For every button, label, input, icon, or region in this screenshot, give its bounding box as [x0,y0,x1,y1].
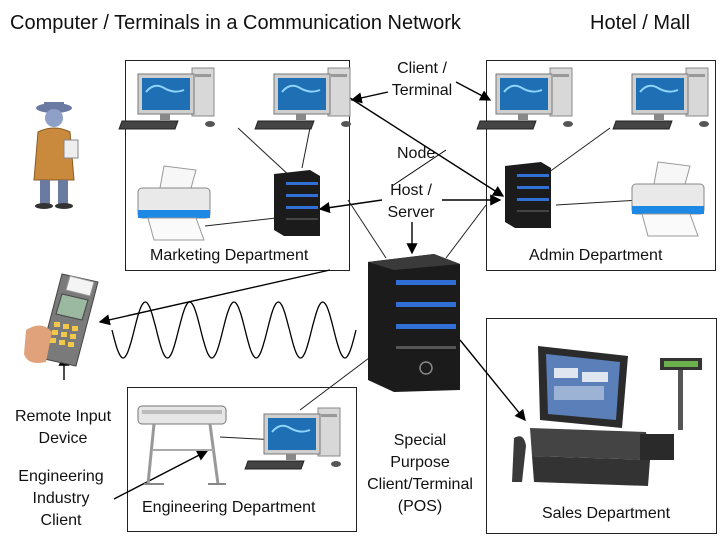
special-purpose-line2: Purpose [390,454,450,471]
desktop-computer-icon [244,407,341,470]
engineering-client-line2: Industry [32,490,90,507]
engineering-department-label: Engineering Department [142,499,316,516]
person-icon [33,102,79,209]
remote-input-line2: Device [38,430,88,447]
plotter-icon [137,405,227,485]
engineering-client-label: Engineering Industry Client [6,466,116,532]
desktop-computer-icon [476,67,573,130]
sales-department-label: Sales Department [542,505,671,522]
diagram-title: Computer / Terminals in a Communication … [10,12,461,34]
client-terminal-label-line1: Client / [397,60,447,77]
host-server-label: Host / Server [376,180,446,224]
printer-icon [137,165,211,241]
client-terminal-label: Client / Terminal [384,58,460,102]
marketing-department-label: Marketing Department [150,247,309,264]
admin-department-label: Admin Department [529,247,663,264]
printer-icon [631,161,705,237]
client-terminal-label-line2: Terminal [391,82,453,99]
special-purpose-label: Special Purpose Client/Terminal (POS) [355,430,485,518]
desktop-computer-icon [612,67,709,130]
host-server-icon [368,254,460,392]
pos-terminal-icon [512,346,702,486]
remote-input-device-icon [24,273,99,367]
node-server-icon [274,170,320,236]
location-label: Hotel / Mall [590,12,691,34]
special-purpose-line1: Special [393,432,447,449]
remote-input-line1: Remote Input [14,408,112,425]
engineering-client-line3: Client [40,512,82,529]
node-label: Node [397,145,436,162]
desktop-computer-icon [118,67,215,130]
special-purpose-line3: Client/Terminal [367,476,473,493]
node-server-icon [505,162,551,228]
host-server-label-line2: Server [387,204,435,221]
special-purpose-line4: (POS) [397,498,443,515]
engineering-client-line1: Engineering [18,468,104,485]
remote-input-label: Remote Input Device [4,406,122,450]
desktop-computer-icon [254,67,351,130]
host-server-label-line1: Host / [390,182,432,199]
